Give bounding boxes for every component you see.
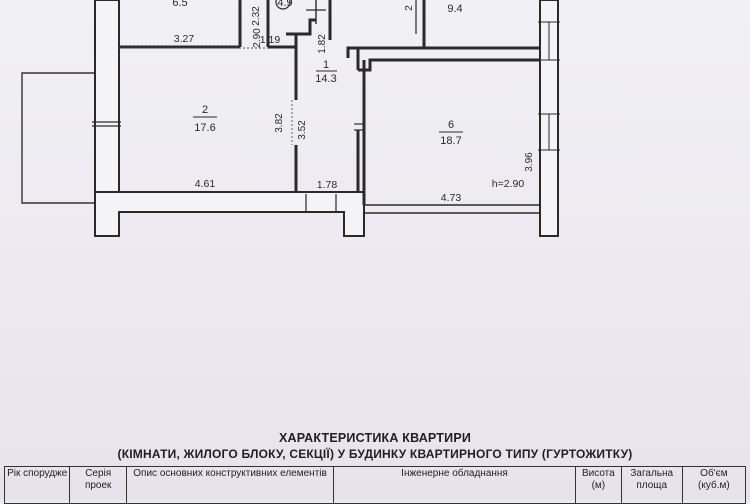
ceiling-height-label: h=2.90 (492, 178, 525, 190)
room-number-label: 1 (323, 59, 329, 71)
column-header: Загальна площа (620, 466, 683, 504)
balcony-outline (21, 72, 96, 204)
room-area-label: 14.3 (315, 73, 336, 85)
dimension-label: 2.32 (251, 6, 262, 26)
dimension-label: 4.61 (195, 178, 216, 190)
room-number-label: 2 (202, 104, 208, 116)
dimension-label: 1.78 (317, 179, 338, 191)
column-header: Інженерне обладнання (333, 466, 576, 504)
dimension-label: 4.73 (441, 192, 462, 204)
bottom-exterior-wall (94, 191, 365, 237)
room-area-label: 18.7 (440, 135, 461, 147)
dimension-label: 3.27 (174, 33, 195, 45)
dimension-label: 1.82 (317, 34, 328, 54)
dimension-label: 3.52 (297, 120, 308, 140)
document-title: ХАРАКТЕРИСТИКА КВАРТИРИ (278, 431, 472, 445)
dimension-label: 1.19 (260, 34, 281, 46)
dimension-label: 3.82 (274, 113, 285, 133)
column-header: Висота (м) (574, 466, 622, 504)
column-header: Опис основних конструктивних елементів (126, 466, 335, 504)
dimension-label: 2.90 (252, 28, 263, 48)
dimension-label: 2 (404, 5, 415, 11)
dimension-label: 3.96 (524, 152, 535, 172)
column-header: Серія проек (69, 466, 128, 504)
room-area-label: 17.6 (194, 122, 215, 134)
column-header: Рік спорудже (3, 466, 71, 504)
column-header: Об'єм (куб.м) (681, 466, 747, 504)
table-header-row: Рік спорудже Серія проек Опис основних к… (3, 466, 747, 504)
floor-plan: 6.5 4.9 9.4 1 14.3 2 17.6 6 18.7 3.27 2.… (21, 0, 560, 237)
room-number-label: 6 (448, 119, 454, 131)
characteristics-table: Рік спорудже Серія проек Опис основних к… (3, 466, 747, 504)
room-area-label: 9.4 (447, 3, 462, 15)
document-subtitle: (КІМНАТИ, ЖИЛОГО БЛОКУ, СЕКЦІЇ) У БУДИНК… (117, 447, 633, 461)
room-area-label: 4.9 (277, 0, 292, 9)
room-area-label: 6.5 (172, 0, 187, 9)
